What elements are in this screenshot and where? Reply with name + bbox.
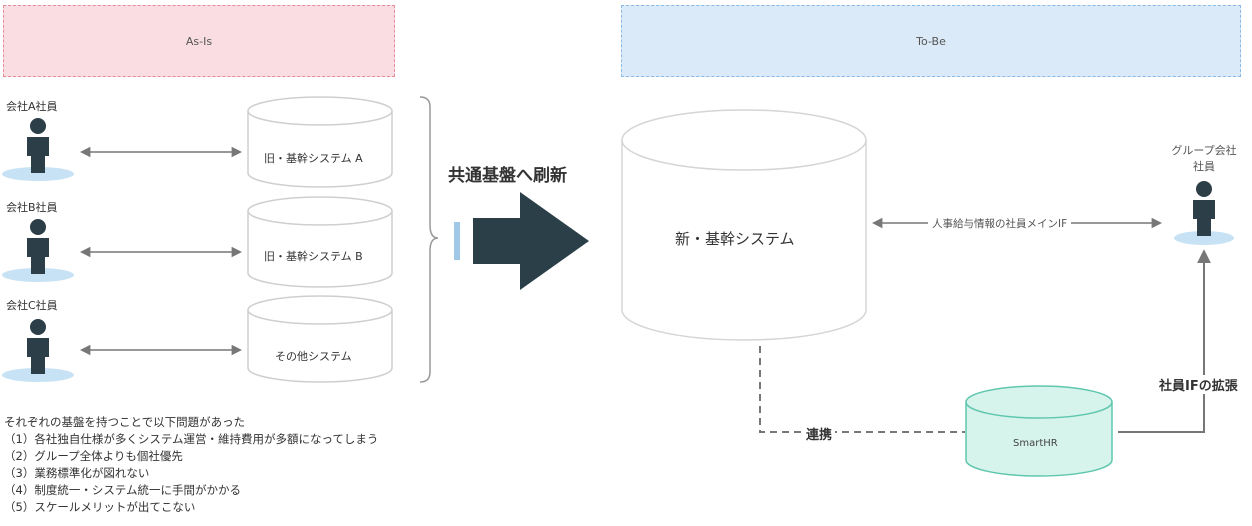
issue-item-3: （3）業務標準化が図れない	[4, 466, 150, 480]
cylinder-old-b	[247, 196, 393, 288]
grouping-brace	[419, 96, 439, 383]
arrow-accent-bar	[454, 222, 460, 260]
to-be-label: To-Be	[916, 34, 946, 48]
old-system-a-label: 旧・基幹システム A	[264, 152, 363, 165]
cylinder-other	[247, 295, 393, 383]
issue-item-5: （5）スケールメリットが出てこない	[4, 500, 196, 514]
extend-if-label: 社員IFの拡張	[1157, 375, 1240, 394]
person-icon-a	[2, 118, 74, 181]
cylinder-smarthr	[965, 385, 1113, 477]
employee-b-label: 会社B社員	[6, 201, 58, 214]
main-if-label: 人事給与情報の社員メインIF	[928, 216, 1072, 231]
person-icon-b	[2, 219, 74, 282]
as-is-header: As-Is	[3, 5, 395, 77]
transition-label: 共通基盤へ刷新	[448, 166, 567, 186]
issue-item-2: （2）グループ全体よりも個社優先	[4, 449, 183, 463]
smarthr-label: SmartHR	[1013, 438, 1058, 449]
to-be-header: To-Be	[621, 5, 1241, 77]
other-system-label: その他システム	[275, 350, 352, 363]
employee-a-label: 会社A社員	[6, 100, 58, 113]
person-icon-group	[1174, 181, 1234, 245]
extend-if-arrow	[1118, 249, 1211, 433]
big-arrow	[473, 192, 589, 290]
cylinder-new	[621, 109, 867, 341]
cylinder-old-a	[247, 96, 393, 188]
link-dashed-line	[759, 346, 965, 433]
new-system-label: 新・基幹システム	[675, 230, 795, 248]
person-icon-c	[2, 319, 74, 382]
employee-c-label: 会社C社員	[6, 299, 58, 312]
old-system-b-label: 旧・基幹システム B	[264, 250, 363, 263]
as-is-label: As-Is	[185, 34, 213, 48]
issue-item-4: （4）制度統一・システム統一に手間がかかる	[4, 483, 241, 497]
link-label: 連携	[803, 424, 836, 443]
group-employee-label: グループ会社 社員	[1171, 144, 1237, 173]
issue-item-1: （1）各社独自仕様が多くシステム運営・維持費用が多額になってしまう	[4, 432, 379, 446]
issues-intro: それぞれの基盤を持つことで以下問題があった	[4, 415, 246, 429]
